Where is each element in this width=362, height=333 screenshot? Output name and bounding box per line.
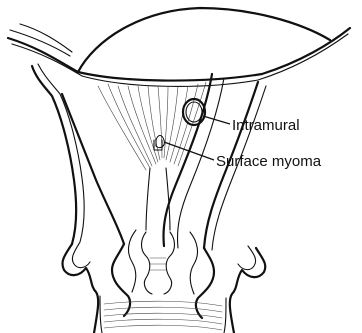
intramural-leader [203,116,230,124]
fundus-membrane [8,8,350,86]
uterine-wall-left [32,64,124,244]
vaginal-rugae [104,301,222,330]
intramural-myoma [183,99,205,125]
surface-myoma-label: Surface myoma [216,153,322,170]
surface-myoma [156,136,164,148]
cavity-striations [98,82,206,170]
intramural-label: Intramural [232,117,300,134]
